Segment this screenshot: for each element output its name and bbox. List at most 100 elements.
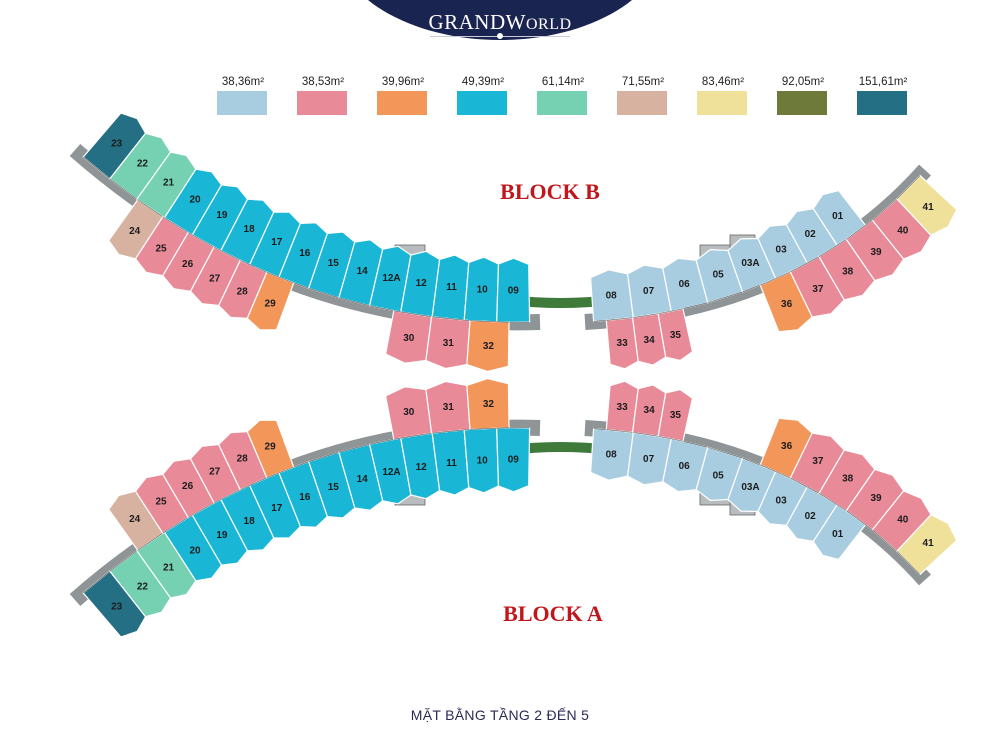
unit-number: 07	[643, 454, 655, 465]
unit-number: 20	[189, 546, 201, 557]
block-b-title: BLOCK B	[500, 179, 600, 204]
unit-wall	[760, 464, 791, 479]
unit-wall	[872, 198, 898, 221]
unit-number: 41	[923, 202, 935, 213]
unit-number: 40	[897, 515, 909, 526]
unit-number: 12A	[382, 467, 400, 478]
unit-wall	[266, 272, 294, 284]
unit-number: 35	[670, 410, 682, 421]
unit-number: 06	[679, 461, 691, 472]
legend-swatch	[617, 91, 667, 115]
unit-number: 27	[209, 467, 221, 478]
unit-number: 09	[508, 285, 520, 296]
legend-label: 92,05m²	[781, 76, 825, 88]
legend-swatch	[537, 91, 587, 115]
unit-wall	[137, 199, 163, 218]
unit-wall	[760, 271, 791, 286]
unit-wall	[632, 313, 659, 318]
unit-number: 30	[403, 407, 415, 418]
legend-swatch	[297, 91, 347, 115]
unit-wall	[632, 432, 659, 437]
unit-number: 01	[832, 211, 844, 222]
unit-number: 22	[137, 159, 149, 170]
unit-number: 16	[299, 248, 311, 259]
unit-number: 06	[679, 279, 691, 290]
unit-number: 09	[508, 455, 520, 466]
unit-wall	[846, 510, 873, 531]
legend-item: 61,14m²	[537, 76, 589, 115]
legend-swatch	[697, 91, 747, 115]
unit-wall	[606, 317, 633, 321]
legend-label: 49,39m²	[461, 76, 505, 88]
unit-number: 31	[443, 338, 455, 349]
unit-number: 32	[483, 341, 495, 352]
unit-number: 22	[137, 581, 149, 592]
legend-label: 38,53m²	[301, 76, 345, 88]
unit-wall	[846, 219, 873, 240]
unit-number: 25	[155, 497, 167, 508]
unit-number: 33	[617, 402, 629, 413]
unit-wall	[162, 216, 189, 233]
unit-wall	[469, 427, 510, 430]
unit-number: 35	[670, 330, 682, 341]
unit-number: 36	[781, 299, 793, 310]
unit-wall	[393, 310, 432, 318]
unit-number: 36	[781, 441, 793, 452]
unit-number: 08	[606, 291, 618, 302]
unit-wall	[658, 308, 684, 315]
legend-item: 92,05m²	[777, 76, 829, 115]
unit-number: 10	[477, 285, 489, 296]
legend-item: 71,55m²	[617, 76, 669, 115]
brand-logo: GRANDWORLD	[335, 10, 665, 35]
unit-number: 18	[244, 224, 256, 235]
legend-item: 39,96m²	[377, 76, 429, 115]
unit-wall	[213, 489, 241, 504]
unit-number: 11	[446, 458, 457, 469]
unit-number: 29	[265, 442, 277, 453]
logo-text-orld: ORLD	[525, 16, 572, 33]
unit-number: 25	[155, 243, 167, 254]
unit-wall	[818, 493, 847, 511]
unit-wall	[896, 550, 921, 575]
unit-number: 30	[403, 333, 415, 344]
unit-wall	[707, 291, 743, 304]
unit-number: 08	[606, 449, 618, 460]
unit-wall	[338, 444, 370, 453]
floor-caption: MẶT BẰNG TẦNG 2 ĐẾN 5	[410, 707, 590, 723]
unit-wall	[818, 239, 847, 257]
legend-item: 49,39m²	[457, 76, 509, 115]
unit-wall	[707, 446, 743, 459]
unit-wall	[137, 532, 163, 551]
unit-wall	[109, 550, 138, 572]
block-a-title: BLOCK A	[503, 601, 603, 626]
unit-wall	[606, 429, 633, 433]
unit-number: 21	[163, 177, 175, 188]
unit-number: 11	[446, 282, 457, 293]
unit-number: 12	[416, 462, 428, 473]
unit-wall	[213, 246, 241, 261]
unit-number: 02	[805, 511, 817, 522]
unit-wall	[872, 529, 898, 552]
unit-number: 24	[129, 514, 141, 525]
legend-item: 83,46m²	[697, 76, 749, 115]
unit-number: 23	[111, 139, 123, 150]
unit-number: 03	[776, 495, 788, 506]
unit-number: 28	[237, 287, 249, 298]
unit-number: 26	[182, 259, 194, 270]
unit-wall	[308, 288, 339, 299]
unit-number: 37	[812, 456, 824, 467]
unit-number: 12A	[382, 273, 400, 284]
legend-swatch	[857, 91, 907, 115]
unit-number: 03A	[741, 258, 759, 269]
unit-wall	[896, 175, 921, 200]
unit-number: 34	[644, 405, 656, 416]
unit-number: 17	[271, 503, 283, 514]
unit-wall	[109, 178, 138, 200]
unit-wall	[162, 517, 189, 534]
unit-wall	[240, 260, 267, 273]
unit-number: 14	[357, 266, 369, 277]
legend-label: 151,61m²	[858, 76, 908, 88]
unit-wall	[188, 232, 215, 248]
